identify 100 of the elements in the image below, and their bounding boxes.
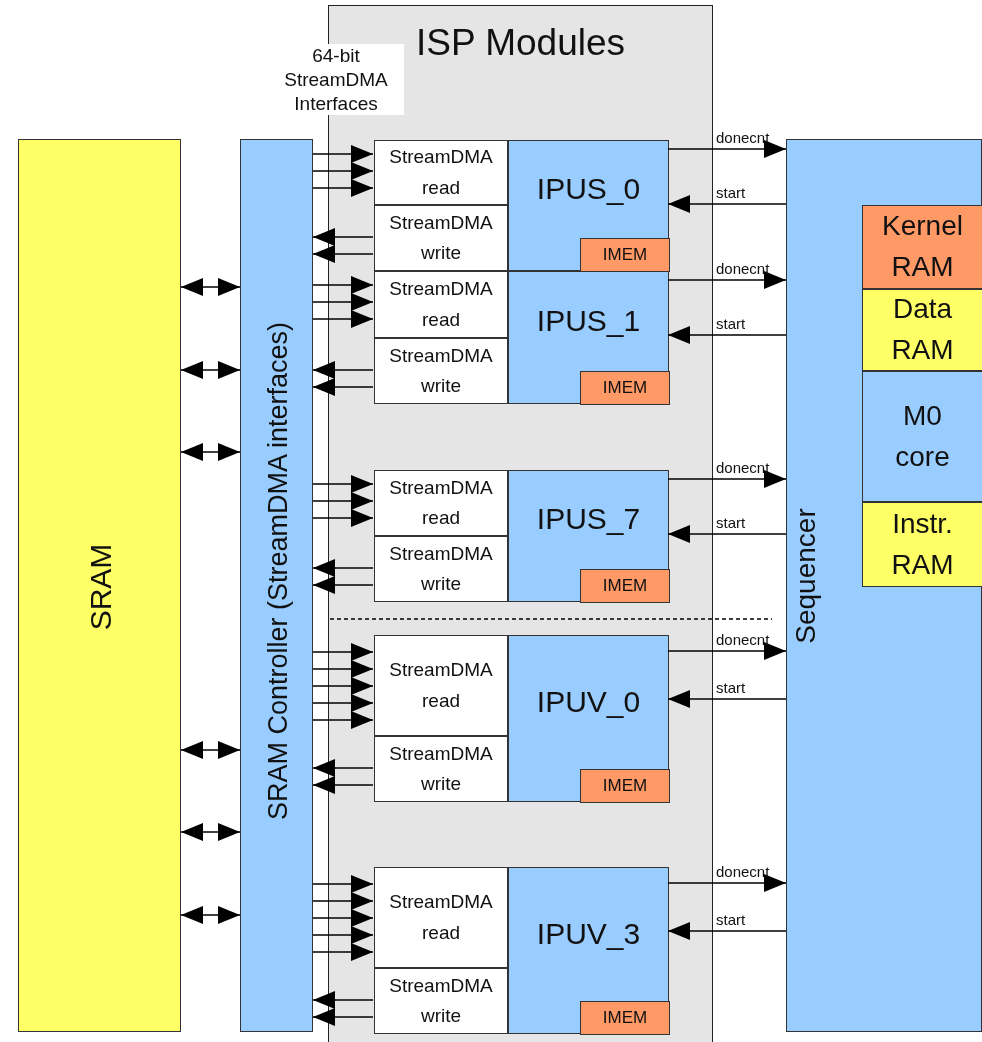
edge-label: start — [716, 315, 746, 332]
ram-box — [862, 502, 982, 587]
arrow — [667, 690, 787, 708]
arrow — [312, 759, 374, 777]
arrow — [312, 559, 374, 577]
dma-box — [374, 271, 508, 338]
processor-label: IPUS_7 — [536, 502, 641, 536]
dma-label: StreamDMA read — [388, 277, 494, 332]
dma-box — [374, 635, 508, 736]
dma-box — [374, 140, 508, 205]
arrow — [312, 293, 374, 311]
ram-label: Kernel RAM — [881, 209, 964, 284]
dma-label: StreamDMA write — [388, 973, 494, 1028]
dma-label: StreamDMA write — [388, 210, 494, 265]
arrow — [312, 711, 374, 729]
dma-label: StreamDMA read — [388, 475, 494, 530]
arrow — [312, 991, 374, 1009]
memory-box — [580, 371, 670, 405]
processor-block — [508, 271, 669, 404]
double-headed-arrow — [180, 278, 241, 296]
processor-label: IPUV_3 — [536, 916, 641, 951]
arrow — [312, 245, 374, 263]
dma-box — [374, 536, 508, 602]
block-label: Sequencer — [790, 508, 822, 644]
memory-box — [580, 1001, 670, 1035]
edge-label: start — [716, 679, 746, 696]
dma-box — [374, 968, 508, 1034]
arrow — [667, 470, 787, 488]
ram-label: Data RAM — [890, 292, 955, 367]
dma-label: StreamDMA write — [388, 343, 494, 398]
arrow — [667, 326, 787, 344]
processor-label: IPUV_0 — [536, 684, 641, 719]
dma-label: StreamDMA read — [388, 658, 494, 713]
edge-label: donecnt — [716, 459, 770, 476]
arrow — [312, 926, 374, 944]
arrow — [312, 875, 374, 893]
double-headed-arrow — [180, 741, 241, 759]
arrow — [312, 228, 374, 246]
memory-label: IMEM — [602, 1008, 648, 1028]
arrow — [667, 874, 787, 892]
edge-label: donecnt — [716, 129, 770, 146]
edge-label: donecnt — [716, 631, 770, 648]
memory-box — [580, 569, 670, 603]
block-label: SRAM Controller (StreamDMA interfaces) — [262, 321, 293, 820]
edge-label: donecnt — [716, 260, 770, 277]
dma-box — [374, 867, 508, 968]
processor-block — [508, 470, 669, 602]
arrow — [312, 162, 374, 180]
arrow — [667, 271, 787, 289]
arrow — [312, 310, 374, 328]
arrow — [312, 892, 374, 910]
dma-box — [374, 736, 508, 802]
memory-block — [18, 139, 181, 1032]
core-box — [862, 371, 982, 502]
arrow — [667, 525, 787, 543]
arrow — [312, 492, 374, 510]
core-label: M0 core — [894, 398, 951, 474]
double-headed-arrow — [180, 361, 241, 379]
edge-label: start — [716, 184, 746, 201]
arrow — [312, 643, 374, 661]
memory-box — [580, 238, 670, 272]
ram-box — [862, 205, 982, 289]
dma-box — [374, 205, 508, 271]
memory-label: IMEM — [602, 378, 648, 398]
arrow — [312, 145, 374, 163]
arrow — [312, 660, 374, 678]
processor-label: IPUS_1 — [536, 303, 641, 338]
memory-box — [580, 769, 670, 803]
dma-box — [374, 338, 508, 404]
processor-block — [508, 140, 669, 271]
arrow — [312, 378, 374, 396]
memory-label: IMEM — [602, 776, 648, 796]
memory-label: IMEM — [602, 576, 648, 596]
arrow — [312, 1008, 374, 1026]
edge-label: start — [716, 911, 746, 928]
arrow — [312, 509, 374, 527]
arrow — [667, 642, 787, 660]
controller-block — [240, 139, 313, 1032]
arrow — [312, 943, 374, 961]
dma-label: StreamDMA read — [388, 890, 494, 945]
arrow — [312, 677, 374, 695]
double-headed-arrow — [180, 823, 241, 841]
sequencer-block — [786, 139, 982, 1032]
double-headed-arrow — [180, 906, 241, 924]
arrow — [667, 140, 787, 158]
dma-box — [374, 470, 508, 536]
arrow — [312, 475, 374, 493]
arrow — [312, 576, 374, 594]
block-label: SRAM — [83, 543, 118, 630]
arrow — [667, 922, 787, 940]
arrow — [312, 694, 374, 712]
arrow — [312, 179, 374, 197]
edge-label: start — [716, 514, 746, 531]
memory-label: IMEM — [602, 245, 648, 265]
panel-title: ISP Modules — [415, 22, 626, 64]
processor-block — [508, 867, 669, 1034]
dma-label: StreamDMA write — [388, 741, 494, 796]
processor-label: IPUS_0 — [536, 171, 641, 206]
ram-box — [862, 289, 982, 371]
arrow — [312, 776, 374, 794]
